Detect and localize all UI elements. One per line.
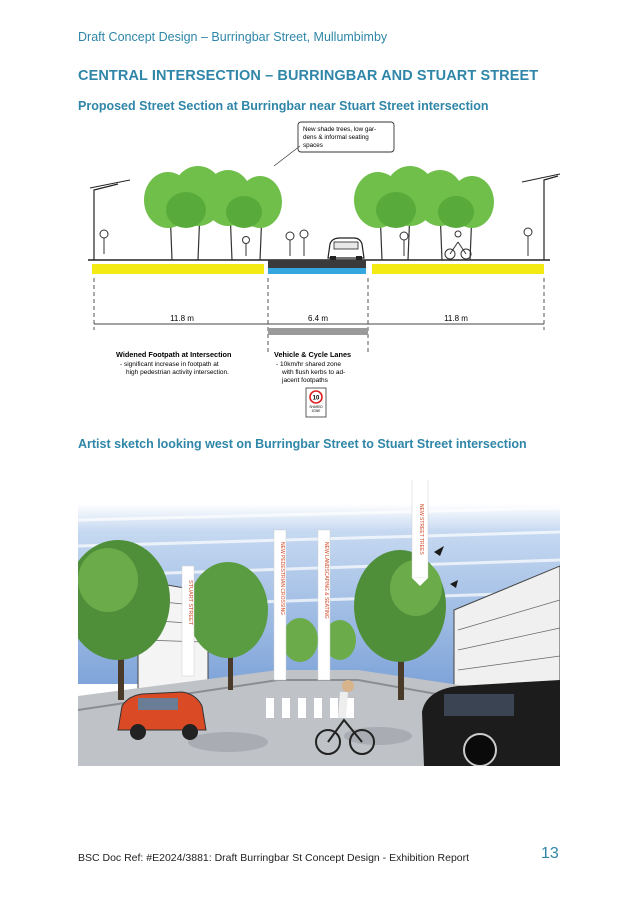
footpath-heading: Widened Footpath at Intersection bbox=[116, 350, 231, 359]
car-icon bbox=[327, 237, 365, 261]
lanes-note-1: - 10km/hr shared zone bbox=[276, 361, 341, 368]
sketch-heading: Artist sketch looking west on Burringbar… bbox=[78, 437, 527, 451]
street-trees bbox=[78, 540, 446, 700]
bird-icon bbox=[434, 546, 458, 588]
black-car-icon bbox=[422, 680, 560, 766]
lanes-note-2: with flush kerbs to ad- bbox=[281, 369, 345, 376]
banner-landscaping: NEW LANDSCAPING & SEATING bbox=[317, 529, 331, 681]
footpath-note-2: high pedestrian activity intersection. bbox=[126, 369, 229, 376]
banner-text-trees: NEW STREET TREES bbox=[418, 504, 424, 555]
artist-sketch-svg: STUART STREET NEW PEDESTRIAN CROSSING NE… bbox=[78, 480, 560, 766]
page-title: CENTRAL INTERSECTION – BURRINGBAR AND ST… bbox=[78, 68, 539, 84]
callout-box: New shade trees, low gar- dens & informa… bbox=[273, 121, 395, 167]
banner-stuart-street: STUART STREET bbox=[181, 565, 195, 677]
left-building bbox=[93, 183, 119, 260]
right-footpath-band bbox=[372, 264, 544, 274]
dimension-centre: 6.4 m bbox=[308, 314, 328, 323]
dimension-lines bbox=[93, 278, 545, 354]
banner-text-stuart: STUART STREET bbox=[187, 580, 193, 626]
callout-line-1: New shade trees, low gar- bbox=[303, 126, 376, 133]
sign-speed: 10 bbox=[313, 396, 320, 402]
callout-line-3: spaces bbox=[303, 142, 323, 149]
banner-text-landscaping: NEW LANDSCAPING & SEATING bbox=[323, 542, 329, 619]
pedestrians bbox=[99, 227, 533, 256]
street-section-svg: 11.8 m 6.4 m 11.8 m New shade trees, low… bbox=[88, 121, 561, 418]
sign-caption-2: ZONE bbox=[312, 409, 321, 413]
page-number: 13 bbox=[541, 845, 559, 862]
banner-pedestrian-crossing: NEW PEDESTRIAN CROSSING bbox=[273, 529, 287, 681]
cyclist-icon bbox=[315, 680, 375, 755]
banner-street-trees: NEW STREET TREES bbox=[411, 480, 429, 586]
footpath-note-1: - significant increase in footpath at bbox=[120, 361, 219, 368]
left-footpath-band bbox=[92, 264, 264, 274]
sign-caption-1: SHARED bbox=[309, 405, 323, 409]
banner-text-crossing: NEW PEDESTRIAN CROSSING bbox=[279, 542, 285, 615]
traffic-lane-band bbox=[268, 268, 366, 274]
left-tree-canopy bbox=[144, 166, 282, 228]
street-section-diagram: 11.8 m 6.4 m 11.8 m New shade trees, low… bbox=[78, 118, 561, 423]
running-header: Draft Concept Design – Burringbar Street… bbox=[78, 30, 388, 44]
callout-line-2: dens & informal seating bbox=[303, 134, 369, 141]
section-heading: Proposed Street Section at Burringbar ne… bbox=[78, 99, 489, 113]
lanes-note-3: jacent footpaths bbox=[281, 377, 329, 384]
right-tree-canopy bbox=[354, 166, 494, 228]
pedestrian-crossing bbox=[266, 698, 354, 718]
cyclist-icon bbox=[444, 230, 472, 260]
lane-width-bar bbox=[268, 328, 368, 335]
right-buildings bbox=[453, 565, 560, 711]
dimension-left: 11.8 m bbox=[170, 314, 194, 323]
red-car-icon bbox=[117, 691, 207, 740]
lanes-heading: Vehicle & Cycle Lanes bbox=[274, 350, 351, 359]
footer-doc-ref: BSC Doc Ref: #E2024/3881: Draft Burringb… bbox=[78, 852, 470, 864]
shared-zone-sign-icon: 10 SHARED ZONE bbox=[305, 387, 327, 418]
right-building bbox=[543, 175, 559, 260]
artist-sketch: STUART STREET NEW PEDESTRIAN CROSSING NE… bbox=[78, 480, 560, 766]
dimension-right: 11.8 m bbox=[444, 314, 468, 323]
